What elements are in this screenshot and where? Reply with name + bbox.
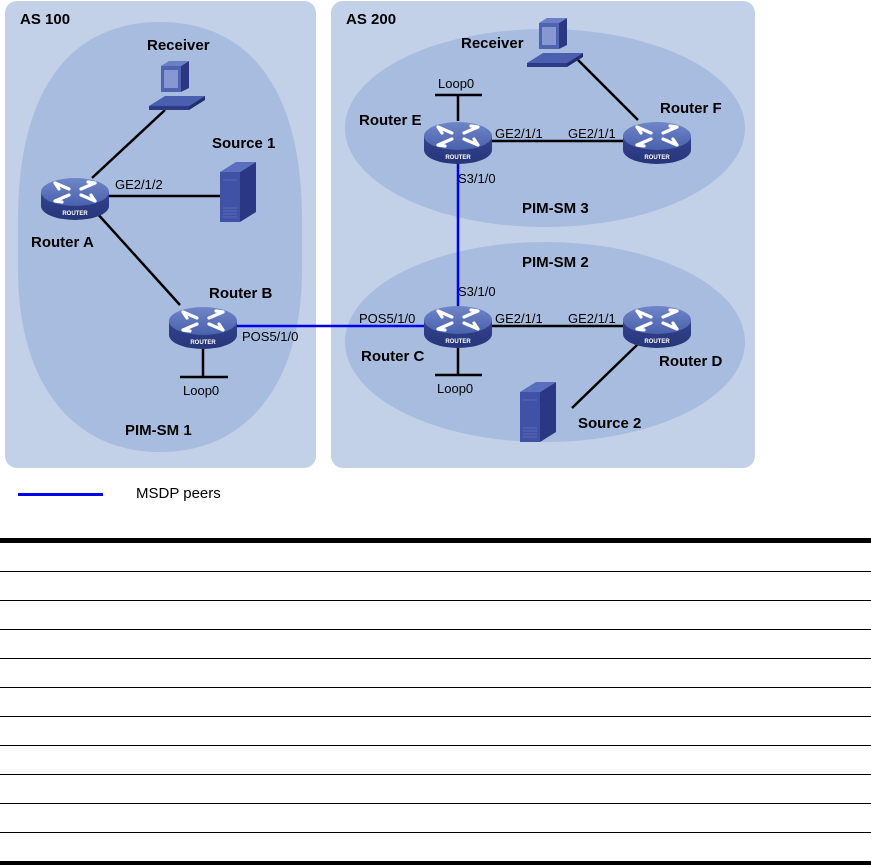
table-cell: [0, 803, 436, 833]
table-cell: [0, 538, 436, 572]
table-row: [0, 658, 871, 688]
pim-sm-3-label: PIM-SM 3: [522, 200, 589, 217]
source-2-label: Source 2: [578, 415, 641, 432]
table-row: [0, 538, 871, 572]
table-row: [0, 600, 871, 630]
as-200-label: AS 200: [346, 11, 396, 28]
table-cell: [0, 745, 436, 775]
iface-c-ge: GE2/1/1: [495, 311, 543, 326]
pim-sm-2-label: PIM-SM 2: [522, 254, 589, 271]
pim-sm-2-domain: [345, 242, 745, 442]
table-row: [0, 629, 871, 659]
iface-e-ge: GE2/1/1: [495, 126, 543, 141]
receiver-2-label: Receiver: [461, 35, 524, 52]
iface-c-s: S3/1/0: [458, 284, 496, 299]
table-cell: [0, 600, 436, 630]
table-row: [0, 571, 871, 601]
router-f-icon[interactable]: [621, 120, 693, 166]
router-d-icon[interactable]: [621, 304, 693, 350]
router-b-label: Router B: [209, 285, 273, 302]
table-row: [0, 803, 871, 833]
link-d-source2: [571, 343, 639, 409]
iface-d-ge: GE2/1/1: [568, 311, 616, 326]
table-cell: [0, 716, 436, 746]
iface-b-pos: POS5/1/0: [242, 329, 298, 344]
router-b-icon[interactable]: [167, 305, 239, 351]
iface-f-ge: GE2/1/1: [568, 126, 616, 141]
pim-sm-1-label: PIM-SM 1: [125, 422, 192, 439]
table-cell: [435, 687, 871, 717]
table-cell: [435, 571, 871, 601]
router-e-icon[interactable]: [422, 120, 494, 166]
table-body: [0, 538, 871, 865]
iface-b-loop: Loop0: [183, 383, 219, 398]
as-100-label: AS 100: [20, 11, 70, 28]
table-cell: [0, 774, 436, 804]
table-cell: [0, 832, 436, 865]
table-cell: [435, 803, 871, 833]
table-cell: [0, 687, 436, 717]
source-1-label: Source 1: [212, 135, 275, 152]
table-cell: [435, 629, 871, 659]
router-f-label: Router F: [660, 100, 722, 117]
table-cell: [435, 600, 871, 630]
pim-sm-1-domain: [18, 22, 302, 452]
iface-e-s: S3/1/0: [458, 171, 496, 186]
table-cell: [435, 538, 871, 572]
table-row: [0, 774, 871, 804]
table-cell: [0, 629, 436, 659]
msdp-legend-label: MSDP peers: [136, 485, 221, 502]
table-cell: [435, 716, 871, 746]
link-a-b: [95, 211, 181, 306]
table-cell: [0, 658, 436, 688]
table-row: [0, 832, 871, 865]
table-cell: [435, 745, 871, 775]
router-a-icon[interactable]: [39, 176, 111, 222]
link-a-receiver: [91, 109, 166, 179]
table-cell: [435, 658, 871, 688]
router-c-icon[interactable]: [422, 304, 494, 350]
iface-a-ge: GE2/1/2: [115, 177, 163, 192]
router-e-label: Router E: [359, 112, 422, 129]
iface-c-loop: Loop0: [437, 381, 473, 396]
table-cell: [0, 571, 436, 601]
receiver-1-label: Receiver: [147, 37, 210, 54]
router-d-label: Router D: [659, 353, 723, 370]
link-f-receiver: [577, 59, 639, 121]
pim-sm-3-domain: [345, 29, 745, 227]
table-row: [0, 687, 871, 717]
router-c-label: Router C: [361, 348, 425, 365]
table-row: [0, 745, 871, 775]
msdp-legend-line: [18, 493, 103, 496]
source-1-server-icon[interactable]: [219, 161, 257, 223]
router-a-label: Router A: [31, 234, 94, 251]
empty-table: [0, 538, 871, 865]
iface-c-pos: POS5/1/0: [359, 311, 415, 326]
network-diagram: ROUTER: [5, 1, 755, 468]
table-row: [0, 716, 871, 746]
iface-e-loop: Loop0: [438, 76, 474, 91]
table-cell: [435, 774, 871, 804]
table-cell: [435, 832, 871, 865]
source-2-server-icon[interactable]: [519, 381, 557, 443]
